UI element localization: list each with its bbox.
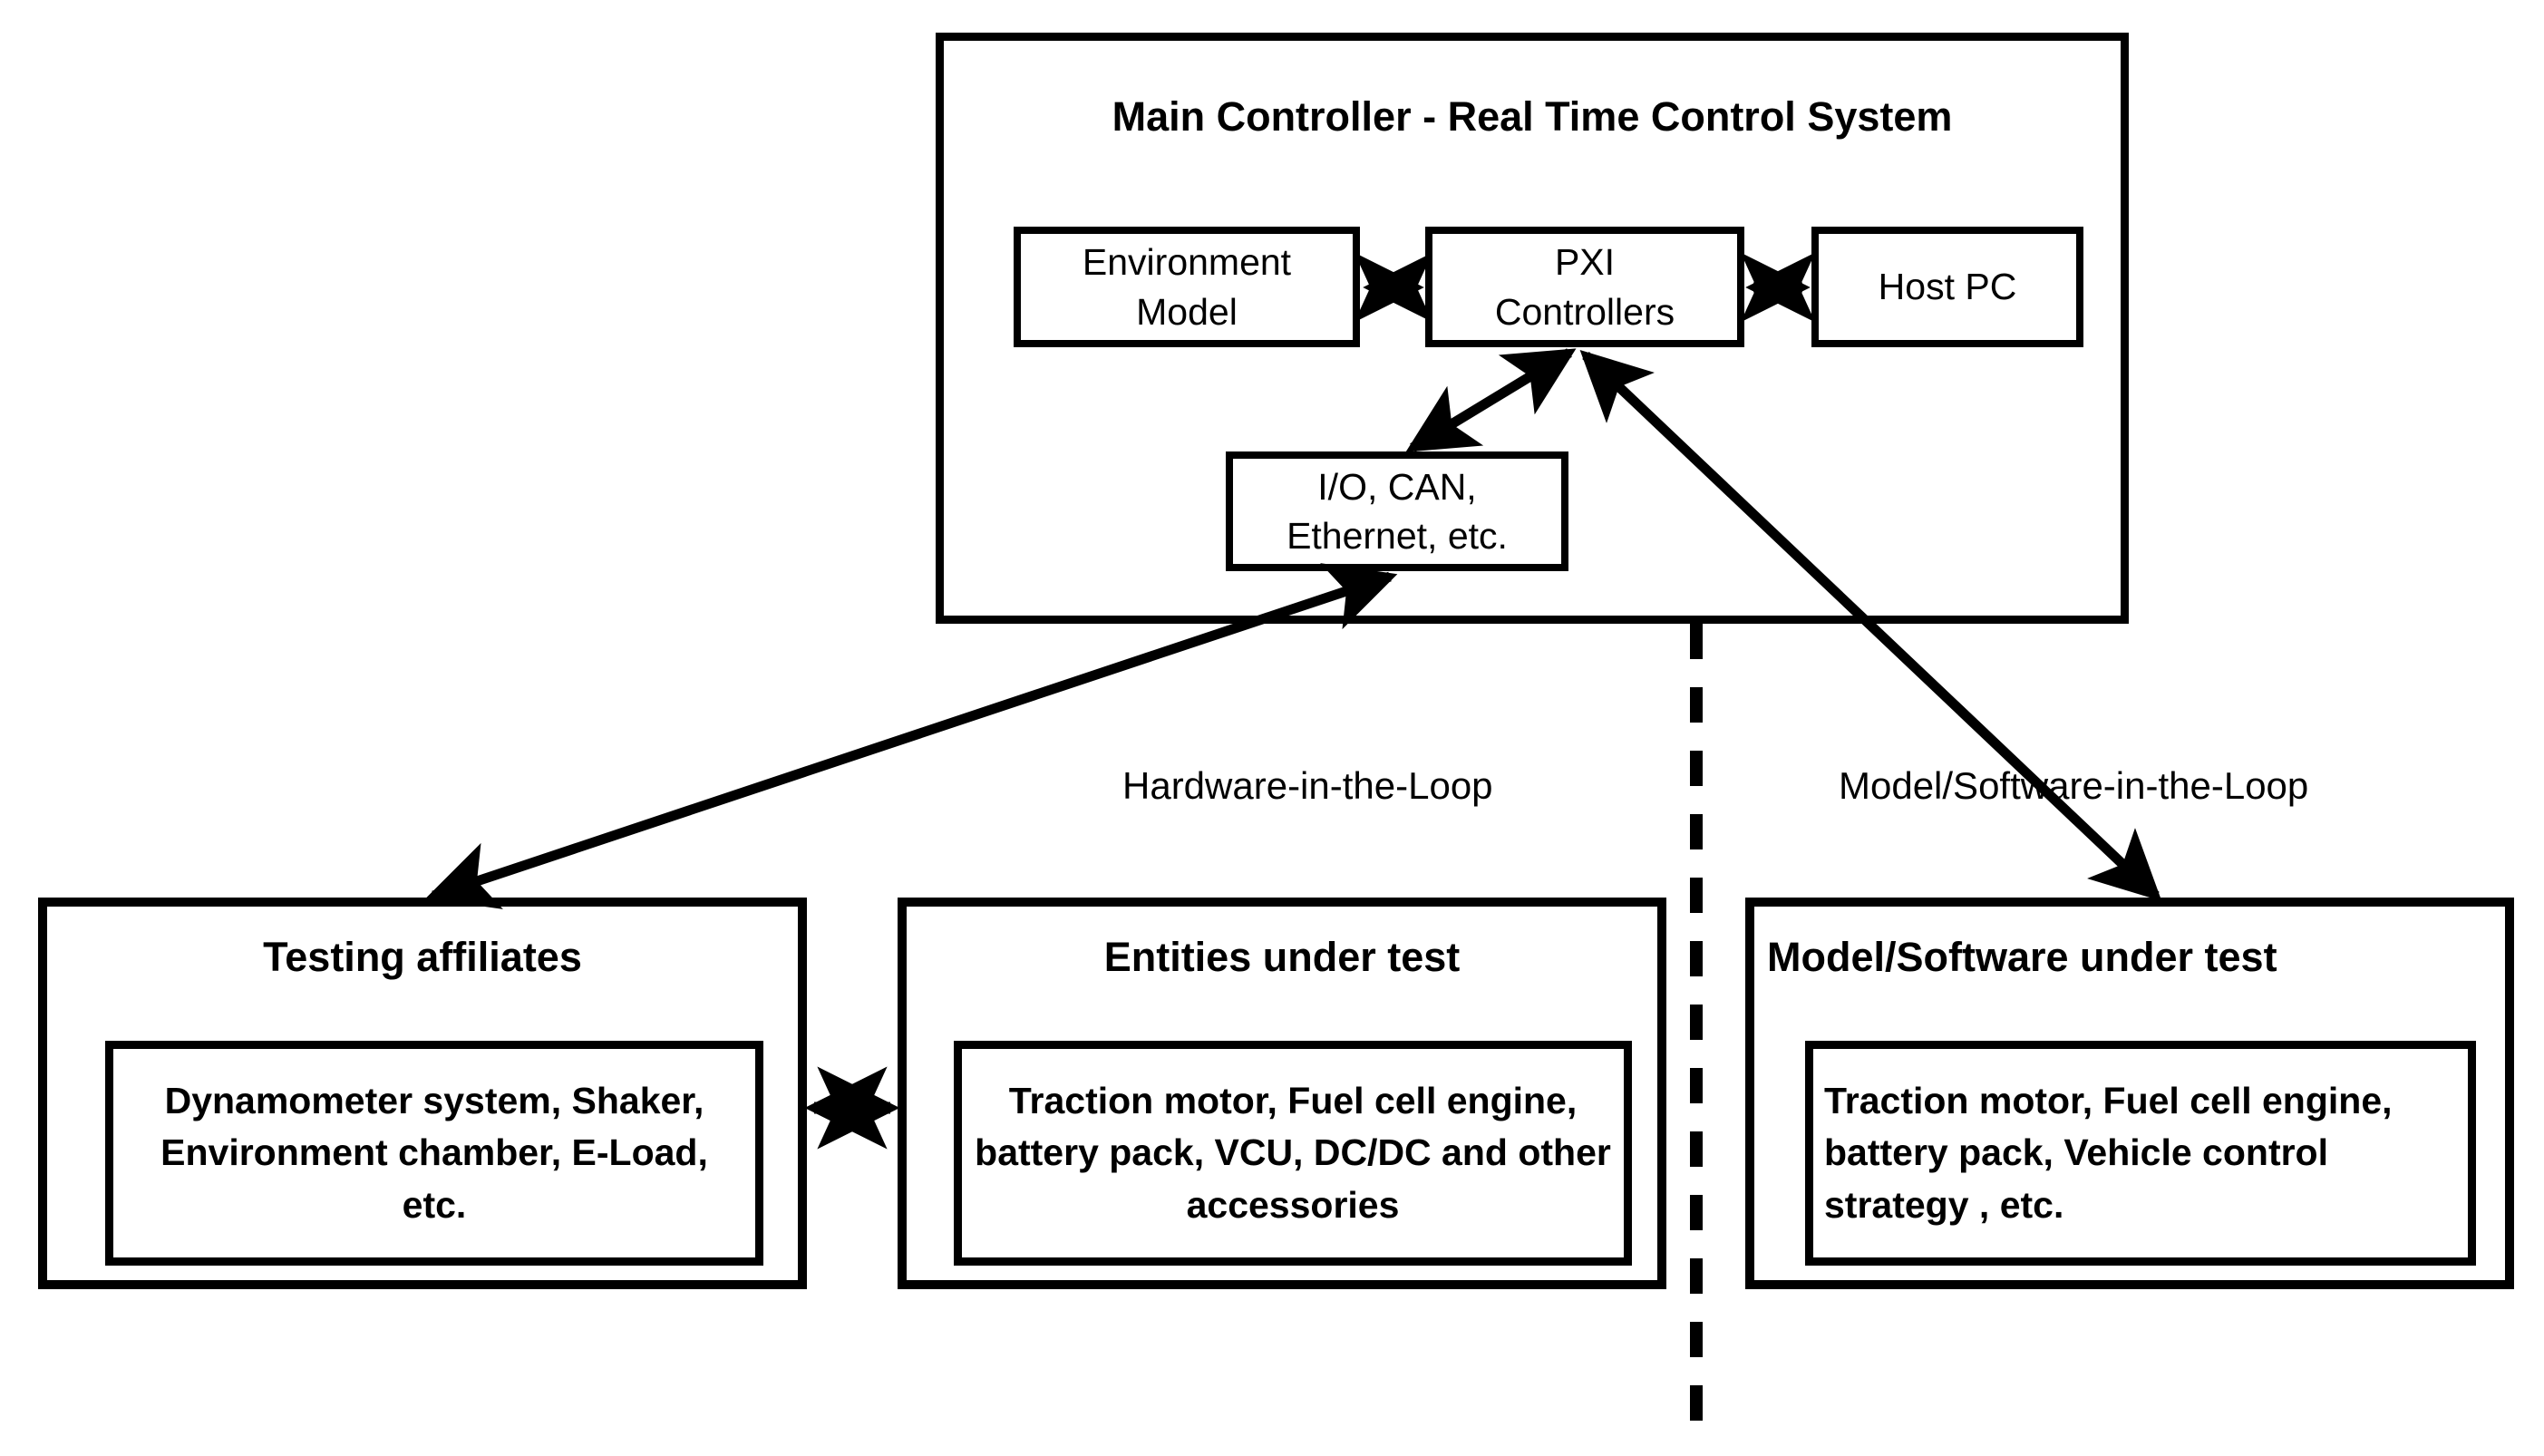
hil-mil-dashed-divider xyxy=(1690,624,1703,1422)
main-controller-title: Main Controller - Real Time Control Syst… xyxy=(1112,93,1953,140)
entities-under-test-title: Entities under test xyxy=(1103,934,1461,980)
model-software-under-test-body: Traction motor, Fuel cell engine, batter… xyxy=(1805,1041,2476,1266)
pxi-controllers-block: PXI Controllers xyxy=(1425,227,1744,347)
io-can-ethernet-block: I/O, CAN, Ethernet, etc. xyxy=(1226,451,1568,571)
testing-affiliates-title: Testing affiliates xyxy=(263,934,582,980)
entities-under-test-body: Traction motor, Fuel cell engine, batter… xyxy=(954,1041,1632,1266)
arrow-io-can-to-testing-affiliates xyxy=(425,563,1398,909)
testing-affiliates-block: Testing affiliates Dynamometer system, S… xyxy=(38,898,807,1289)
model-software-in-the-loop-label: Model/Software-in-the-Loop xyxy=(1839,764,2309,807)
environment-model-block: Environment Model xyxy=(1014,227,1360,347)
model-software-under-test-title: Model/Software under test xyxy=(1767,934,2277,980)
pxi-controllers-label: PXI Controllers xyxy=(1494,241,1675,333)
entities-under-test-block: Entities under test Traction motor, Fuel… xyxy=(898,898,1666,1289)
environment-model-label: Environment Model xyxy=(1082,241,1292,333)
model-software-under-test-block: Model/Software under test Traction motor… xyxy=(1745,898,2514,1289)
io-can-ethernet-label: I/O, CAN, Ethernet, etc. xyxy=(1287,465,1508,557)
testing-affiliates-body: Dynamometer system, Shaker, Environment … xyxy=(105,1041,763,1266)
host-pc-label: Host PC xyxy=(1878,266,2017,308)
host-pc-block: Host PC xyxy=(1811,227,2083,347)
hardware-in-the-loop-label: Hardware-in-the-Loop xyxy=(1122,764,1493,807)
